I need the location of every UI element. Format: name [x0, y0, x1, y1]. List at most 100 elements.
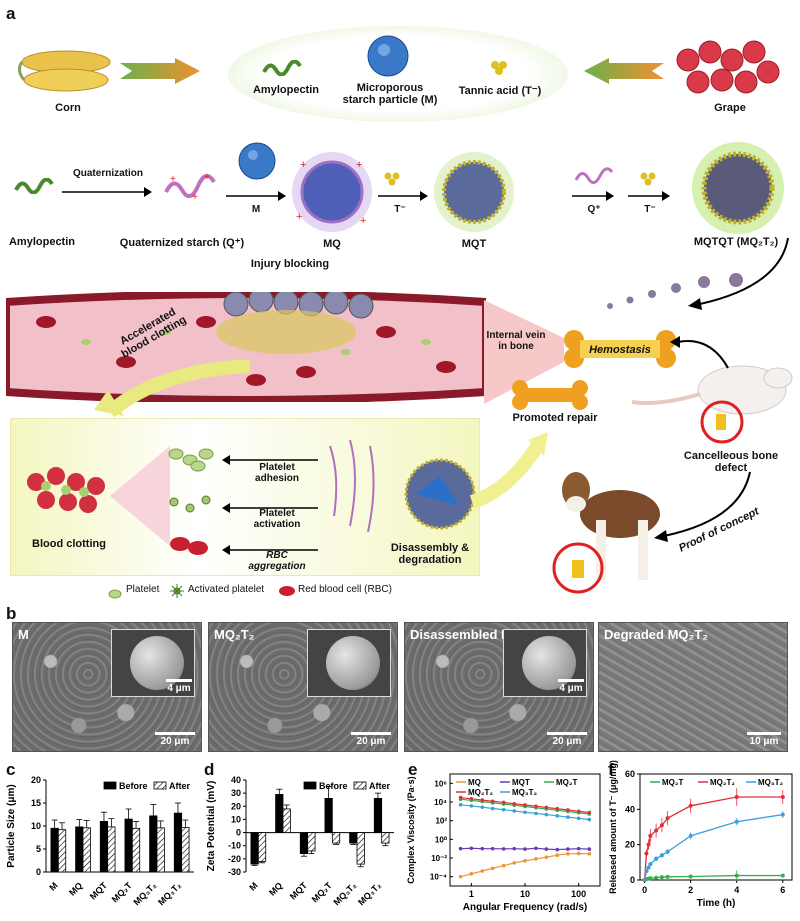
- legend-label: After: [169, 781, 190, 791]
- plot-frame: [639, 773, 793, 881]
- data-point: [734, 873, 739, 878]
- bar: [50, 827, 59, 873]
- data-point: [501, 847, 506, 851]
- y-tick-label: 10⁰: [435, 835, 448, 844]
- scale-inset: 4 μm: [166, 679, 192, 694]
- y-tick-label: 20: [31, 775, 41, 785]
- arrow-t2-icon: [628, 188, 670, 206]
- bar: [75, 826, 84, 873]
- x-tick-label: MQ₂T: [110, 880, 134, 904]
- data-point: [688, 874, 693, 879]
- x-tick-label: M: [47, 880, 59, 892]
- dog-image: [546, 460, 676, 596]
- y-axis-label: Released amount of T⁻ (μg/mg): [608, 760, 618, 894]
- data-point: [480, 846, 485, 851]
- vein-funnel: [484, 300, 564, 404]
- bar: [307, 832, 316, 852]
- data-point: [458, 803, 463, 807]
- x-tick-label: 2: [688, 885, 693, 895]
- data-point: [501, 807, 506, 812]
- tannic-acid-icon: [490, 60, 508, 81]
- arrow-q-label: Q⁺: [587, 204, 601, 215]
- data-point: [512, 846, 517, 851]
- bar: [156, 827, 165, 873]
- y-tick-label: 10: [31, 821, 41, 831]
- grape-image: [668, 30, 784, 100]
- rbc-group-icon: [168, 534, 218, 565]
- mqt-particle-icon: [432, 150, 516, 239]
- injury-blocking-label: Injury blocking: [250, 258, 330, 270]
- data-point: [555, 806, 560, 811]
- y-tick-label: 10: [231, 814, 241, 824]
- legend-platelet-label: Platelet: [126, 584, 160, 595]
- y-axis-label: Particle Size (μm): [6, 784, 17, 867]
- bar: [331, 832, 341, 844]
- x-tick-label: MQ₂T: [310, 880, 334, 904]
- data-point: [576, 851, 581, 856]
- legend-label: MQ₃T₂: [758, 778, 783, 787]
- legend-activated-icon: [170, 584, 184, 603]
- data-point: [659, 875, 664, 880]
- legend-swatch: [153, 781, 167, 790]
- data-point: [780, 794, 785, 799]
- internal-vein-label: Internal vein in bone: [486, 330, 546, 352]
- sem-image-m: M 4 μm 20 μm: [12, 622, 202, 752]
- corn-label: Corn: [55, 102, 81, 114]
- data-point: [646, 842, 651, 847]
- amylopectin-top-label: Amylopectin: [252, 84, 319, 96]
- data-point: [646, 865, 651, 870]
- data-point: [458, 795, 463, 800]
- data-point: [534, 857, 538, 861]
- activated-platelet-group-icon: [166, 492, 216, 523]
- x-tick-label: MQ: [267, 880, 284, 897]
- sem-image-mq2t2: MQ₂T₂ 20 μm: [208, 622, 398, 752]
- data-point: [780, 873, 785, 878]
- mqtqt-particle-icon: [690, 140, 786, 241]
- sem-label: Degraded MQ₂T₂: [604, 627, 709, 642]
- arrow-m-label: M: [251, 204, 261, 215]
- panel-letter-b: b: [6, 604, 17, 623]
- arrow-t-icon: [378, 188, 428, 206]
- disassembly-particle-icon: [320, 436, 480, 551]
- bar: [124, 818, 133, 873]
- particle-m-icon: [236, 140, 278, 187]
- y-tick-label: 15: [31, 798, 41, 808]
- data-point: [480, 869, 485, 873]
- data-point: [587, 817, 592, 822]
- scale-main: 20 μm: [155, 732, 195, 747]
- platelet-activation-label: Platelet activation: [253, 508, 301, 530]
- arrow-left-icon: [584, 58, 664, 89]
- legend-label: MQ₃T₂: [512, 788, 537, 797]
- bar: [349, 832, 358, 844]
- arrow-rat-hemostasis-icon: [670, 330, 730, 375]
- mq-particle-icon: ++++: [290, 150, 374, 239]
- x-tick-label: MQ₃T₂: [131, 880, 158, 907]
- series-line: [460, 852, 590, 878]
- data-point: [512, 861, 517, 865]
- series-line: [643, 796, 783, 881]
- y-tick-label: -30: [228, 867, 241, 877]
- sem-inset: 4 μm: [503, 629, 587, 697]
- y-axis-label: Complex Viscosity (Pa·s): [406, 776, 416, 883]
- y-tick-label: 40: [231, 775, 241, 785]
- data-point: [501, 863, 506, 868]
- svg-text:+: +: [360, 215, 366, 227]
- microporous-label: Microporous starch particle (M): [342, 82, 438, 106]
- data-point: [642, 878, 647, 882]
- data-point: [555, 847, 560, 852]
- bar: [131, 827, 141, 873]
- data-point: [490, 799, 495, 804]
- x-tick-label: MQT: [88, 880, 110, 902]
- data-point: [566, 808, 570, 812]
- legend-swatch: [303, 781, 317, 790]
- x-axis-label: Time (h): [697, 898, 736, 909]
- data-point: [659, 823, 664, 828]
- x-tick-label: MQ₃T₂: [356, 880, 383, 907]
- x-tick-label: MQ₃T₂: [331, 880, 358, 907]
- series-line: [643, 813, 783, 881]
- arrow-q-icon: [572, 188, 614, 206]
- y-tick-label: -20: [228, 854, 241, 864]
- particle-dots: [600, 272, 770, 317]
